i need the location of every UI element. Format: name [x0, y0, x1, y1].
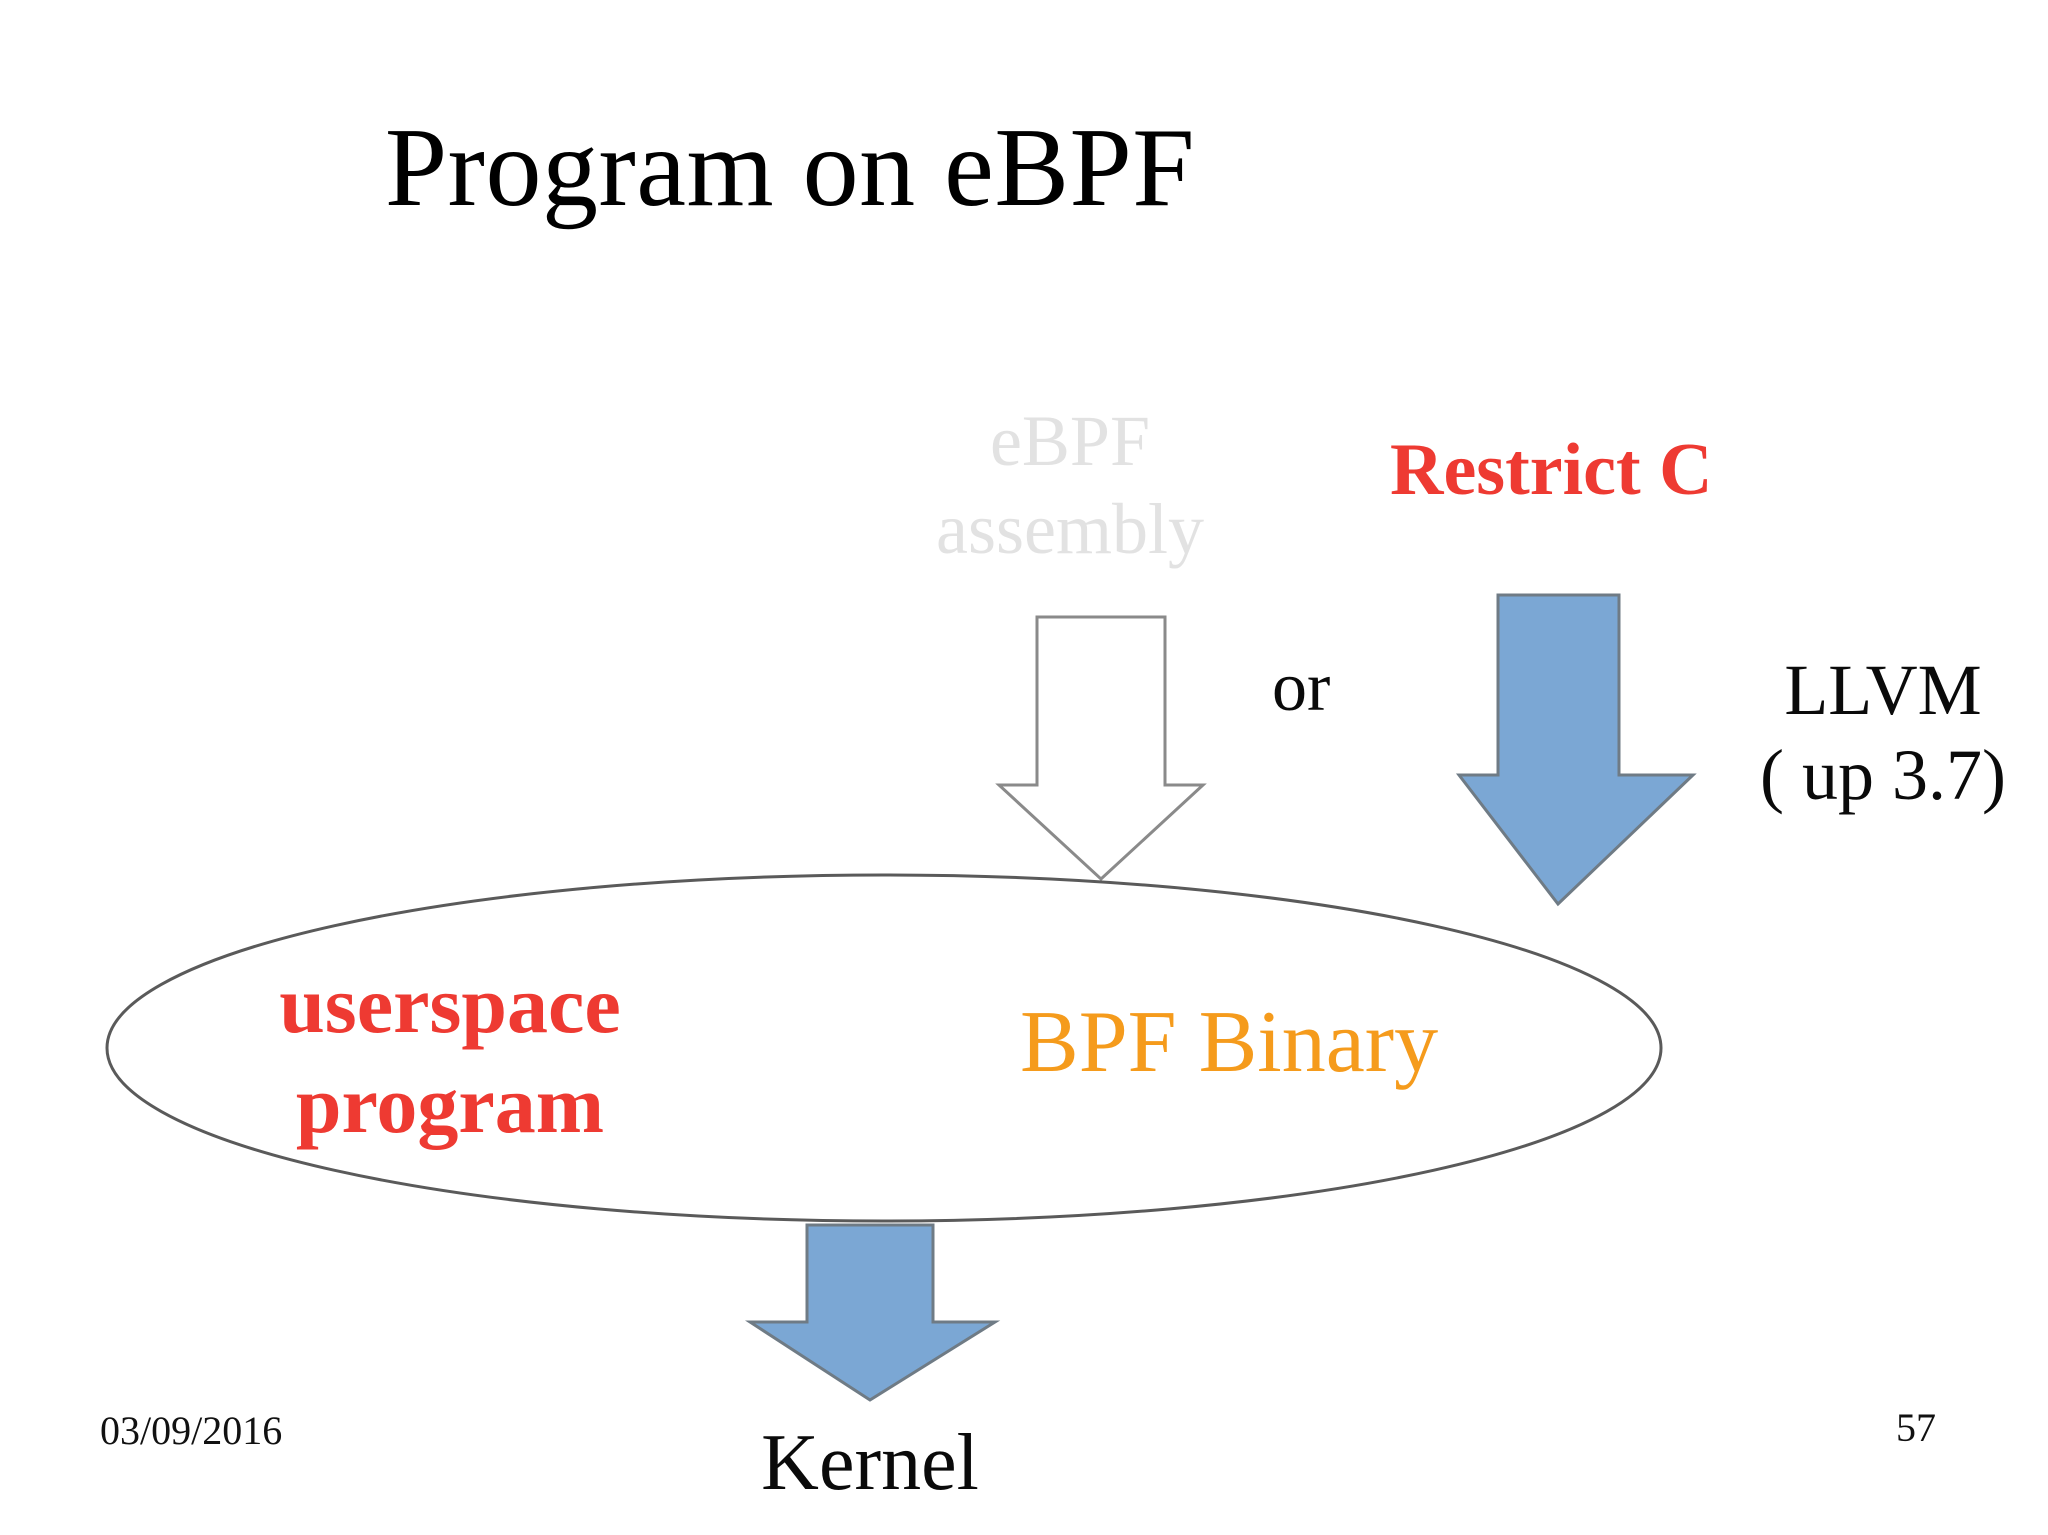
- kernel-label: Kernel: [761, 1419, 979, 1507]
- userspace-program-label-line2: program: [295, 1059, 605, 1151]
- restrict-c-label: Restrict C: [1390, 429, 1713, 511]
- userspace-program-label: userspace program: [170, 955, 730, 1155]
- or-separator-label: or: [1272, 649, 1331, 726]
- page-title: Program on eBPF: [384, 106, 1196, 230]
- llvm-toolchain-label-line1: LLVM: [1784, 650, 1982, 730]
- ebpf-assembly-label-line1: eBPF: [989, 401, 1151, 481]
- blue-down-arrow-icon-compile: [1455, 592, 1705, 910]
- llvm-toolchain-label: LLVM ( up 3.7): [1718, 648, 2048, 818]
- userspace-ellipse-shape: [104, 872, 1664, 1224]
- bpf-binary-label: BPF Binary: [1020, 994, 1439, 1091]
- blue-down-arrow-icon-load: [745, 1222, 1001, 1406]
- llvm-toolchain-label-line2: ( up 3.7): [1760, 734, 2006, 815]
- slide-number: 57: [1896, 1405, 1936, 1450]
- userspace-program-label-line1: userspace: [279, 959, 621, 1050]
- ebpf-assembly-label-line2: assembly: [936, 488, 1204, 569]
- ebpf-assembly-label: eBPF assembly: [880, 398, 1260, 574]
- slide-date: 03/09/2016: [100, 1408, 283, 1453]
- hollow-down-arrow-icon: [995, 615, 1207, 883]
